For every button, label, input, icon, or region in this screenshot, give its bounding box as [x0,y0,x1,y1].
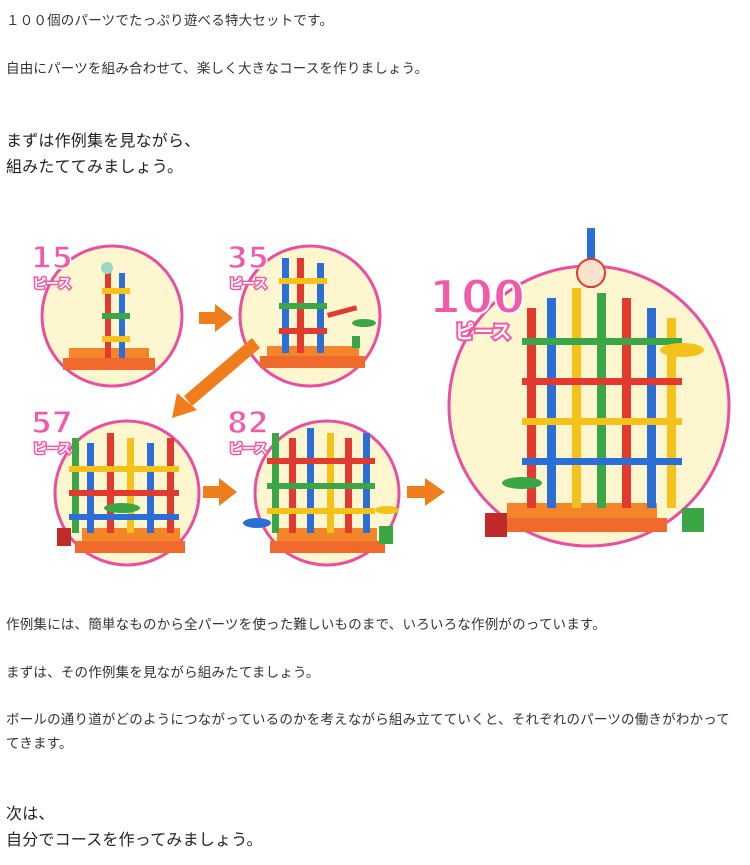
stage-35-label: 35 ピース [226,240,269,293]
heading-1-line-2: 組みたててみましょう。 [6,157,184,176]
svg-text:ピース: ピース [455,321,511,343]
heading-1-line-1: まずは作例集を見ながら、 [6,131,201,150]
svg-text:15: 15 [31,241,73,276]
stage-35-illustration [238,244,382,388]
svg-text:35: 35 [227,241,269,276]
svg-text:ピース: ピース [33,442,71,457]
body-text-3-line-2: てきます。 [6,736,73,752]
body-text-1: 作例集には、簡単なものから全パーツを使った難しいものまで、いろいろな作例がのって… [6,617,606,633]
stage-57-illustration [53,419,201,567]
stage-57-label: 57 ピース [30,405,73,458]
body-text-2: まずは、その作例集を見ながら組みたてましょう。 [6,665,320,681]
stage-100-illustration [447,228,731,548]
svg-text:ピース: ピース [229,277,267,292]
arrow-15-to-35 [199,304,233,332]
body-text-3-line-1: ボールの通り道がどのようにつながっているのかを考えながら組み立てていくと、それぞ… [6,712,730,728]
stage-15-label: 15 ピース [30,240,73,293]
stage-82-illustration [243,419,401,567]
stage-82-label: 82 ピース [226,405,269,458]
svg-text:ピース: ピース [33,277,71,292]
heading-2-line-2: 自分でコースを作ってみましょう。 [6,830,263,849]
build-steps-illustration: 15 ピース 35 ピース 57 ピ [30,228,731,567]
arrow-35-to-57 [172,338,260,418]
arrow-57-to-82 [203,478,237,506]
stage-15-illustration [40,244,184,388]
arrow-82-to-100 [407,478,445,506]
intro-text-2: 自由にパーツを組み合わせて、楽しく大きなコースを作りましょう。 [6,61,429,77]
svg-text:ピース: ピース [229,442,267,457]
svg-text:82: 82 [227,406,269,441]
intro-text-1: １００個のパーツでたっぷり遊べる特大セットです。 [6,13,334,29]
stage-100-label: 100 ピース [428,269,526,345]
svg-text:100: 100 [429,270,525,324]
svg-text:57: 57 [31,406,73,441]
heading-2-line-1: 次は、 [6,804,55,823]
